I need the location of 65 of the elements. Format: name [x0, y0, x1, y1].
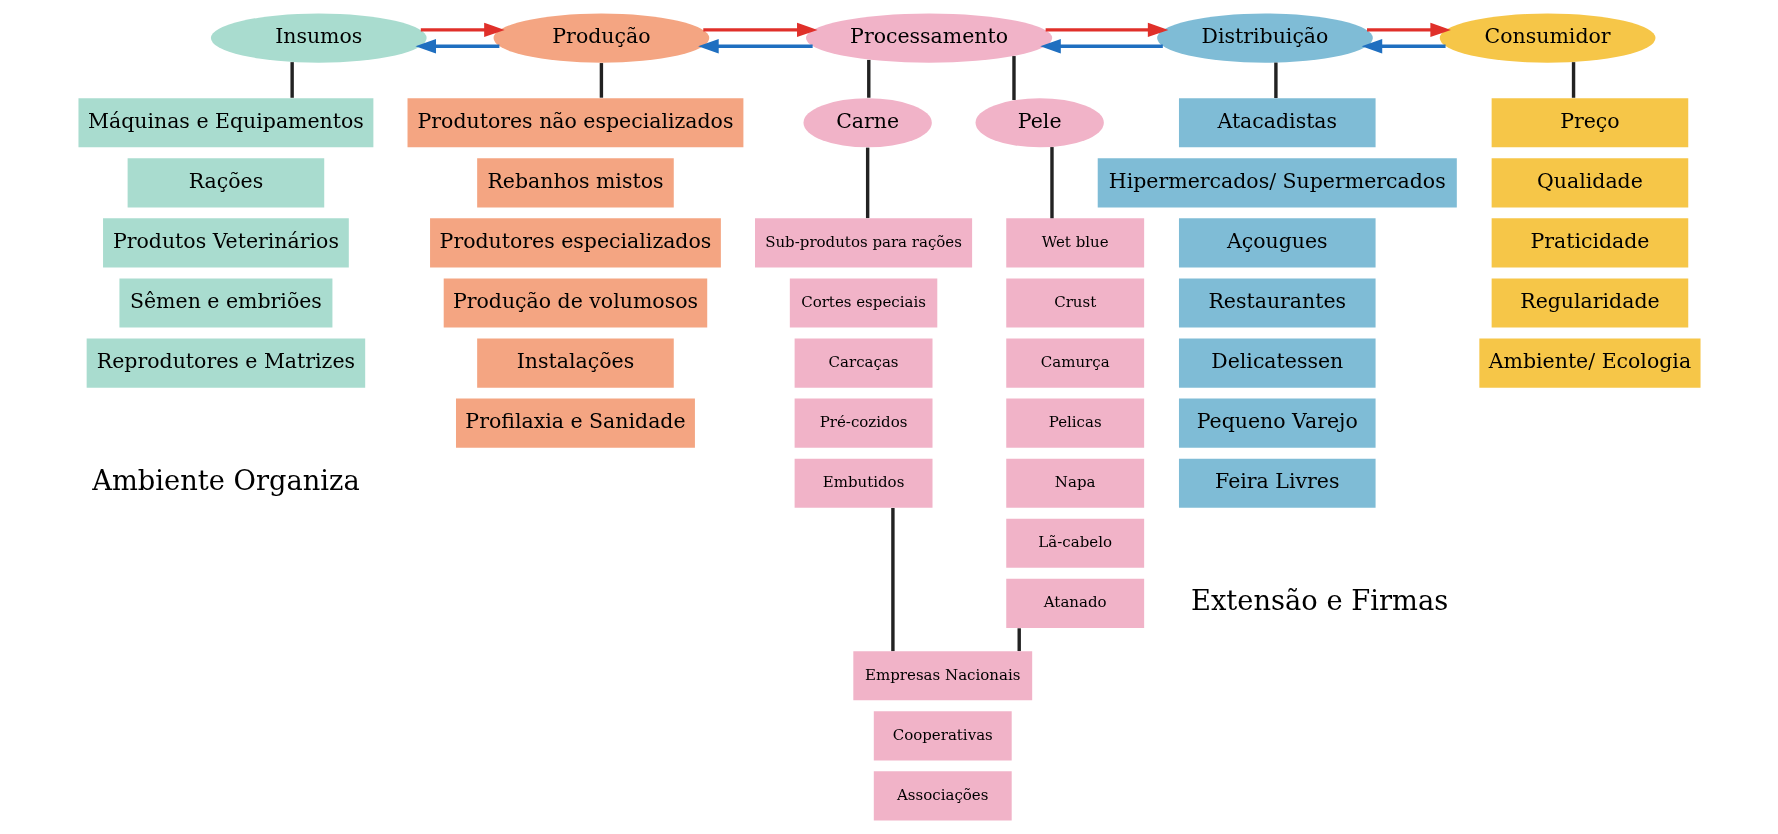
node-box: Qualidade: [1491, 158, 1688, 208]
node-box: Empresas Nacionais: [852, 651, 1032, 701]
node-box: Delicatessen: [1178, 338, 1376, 388]
node-box: Restaurantes: [1178, 278, 1376, 328]
node-box: Produtores não especializados: [407, 98, 743, 148]
connector: [1049, 147, 1054, 219]
node-box: Cortes especiais: [789, 278, 937, 328]
node-box: Preço: [1491, 98, 1688, 148]
node-ellipse: Carne: [803, 98, 932, 148]
arrow: [697, 39, 813, 54]
arrow: [415, 39, 499, 54]
connector: [890, 508, 895, 652]
connector: [1273, 62, 1278, 99]
node-box: Reprodutores e Matrizes: [86, 338, 365, 388]
node-ellipse: Consumidor: [1439, 13, 1655, 63]
node-box: Açougues: [1178, 218, 1376, 268]
node-box: Profilaxia e Sanidade: [455, 398, 695, 448]
connector: [1571, 62, 1575, 98]
connector: [599, 63, 603, 98]
connector: [1011, 56, 1016, 100]
node-box: Sêmen e embriões: [118, 278, 332, 328]
node-box: Cooperativas: [873, 711, 1012, 761]
arrow: [1039, 39, 1163, 54]
connector: [1017, 628, 1021, 652]
node-box: Crust: [1005, 278, 1144, 328]
node-box: Pelicas: [1005, 398, 1144, 448]
node-box: Camurça: [1005, 338, 1144, 388]
node-box: Ambiente/ Ecologia: [1478, 338, 1701, 388]
node-box: Atanado: [1005, 578, 1144, 628]
node-box: Praticidade: [1491, 218, 1688, 268]
node-box: Embutidos: [794, 458, 932, 508]
node-box: Rebanhos mistos: [476, 158, 674, 208]
label: Ambiente Organiza: [91, 465, 360, 497]
arrow: [1361, 39, 1446, 54]
node-box: Associações: [873, 771, 1012, 821]
node-box: Regularidade: [1491, 278, 1688, 328]
node-box: Pequeno Varejo: [1178, 398, 1376, 448]
node-box: Produção de volumosos: [443, 278, 707, 328]
connector: [865, 147, 869, 219]
node-box: Produtores especializados: [429, 218, 721, 268]
node-ellipse: Processamento: [805, 13, 1052, 63]
node-box: Pré-cozidos: [794, 398, 932, 448]
node-box: Sub-produtos para rações: [754, 218, 972, 268]
node-box: Feira Livres: [1178, 458, 1376, 508]
node-box: Rações: [127, 158, 324, 208]
node-box: Carcaças: [794, 338, 932, 388]
arrow: [1366, 22, 1451, 38]
node-box: Instalações: [476, 338, 674, 388]
node-box: Máquinas e Equipamentos: [77, 98, 373, 148]
arrow: [420, 22, 505, 38]
node-box: Wet blue: [1005, 218, 1144, 268]
label: Extensão e Firmas: [1190, 585, 1448, 617]
connector: [289, 62, 294, 98]
node-box: Napa: [1005, 458, 1144, 508]
node-ellipse: Insumos: [210, 13, 427, 63]
node-box: Atacadistas: [1178, 98, 1376, 148]
arrow: [702, 22, 818, 38]
node-box: Lã-cabelo: [1005, 518, 1144, 568]
node-ellipse: Distribuição: [1156, 13, 1373, 63]
connector: [866, 59, 870, 98]
node-ellipse: Pele: [975, 98, 1104, 148]
node-box: Produtos Veterinários: [102, 218, 349, 268]
arrow: [1045, 22, 1168, 38]
node-ellipse: Produção: [493, 13, 709, 63]
node-box: Hipermercados/ Supermercados: [1097, 158, 1457, 208]
